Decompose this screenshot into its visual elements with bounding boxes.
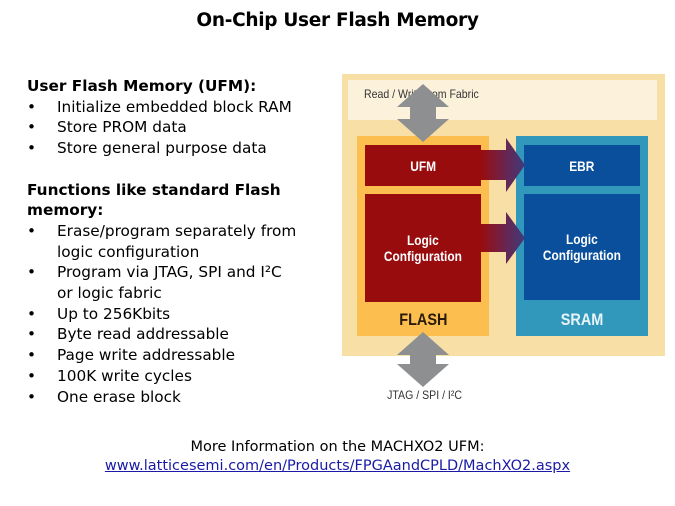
- list-item-text: 100K write cycles: [57, 366, 192, 385]
- fabric-band: Read / Write from Fabric: [348, 80, 657, 120]
- list-item: • 100K write cycles: [27, 366, 337, 387]
- ufm-block-diagram: Read / Write from Fabric UFM Logic Confi…: [340, 74, 666, 410]
- functions-list: • Erase/program separately from logic conf…: [27, 221, 337, 407]
- label-line: Logic: [566, 231, 598, 247]
- ufm-label: UFM: [410, 157, 436, 174]
- ebr-block: EBR: [524, 145, 640, 186]
- bullet-icon: •: [27, 118, 37, 137]
- jtag-label-text: JTAG / SPI / I²C: [387, 388, 463, 402]
- list-item: • Page write addressable: [27, 345, 337, 366]
- sram-logic-config-label: Logic Configuration: [543, 231, 621, 263]
- list-item: • Store PROM data: [27, 117, 337, 138]
- section-heading-ufm: User Flash Memory (UFM):: [27, 77, 257, 95]
- label-line: Logic: [407, 232, 439, 248]
- machxo2-link[interactable]: www.latticesemi.com/en/Products/FPGAandC…: [104, 458, 571, 474]
- list-item-text: Store general purpose data: [57, 139, 267, 158]
- ufm-uses-list: • Initialize embedded block RAM • Store PR…: [27, 97, 337, 159]
- list-item-text: Byte read addressable: [57, 325, 229, 344]
- jtag-spi-i2c-label: JTAG / SPI / I²C: [340, 388, 510, 402]
- flash-label: FLASH: [357, 310, 489, 330]
- sram-logic-config-block: Logic Configuration: [524, 194, 640, 300]
- list-item: • Store general purpose data: [27, 138, 337, 159]
- list-item-text: Program via JTAG, SPI and I²C: [57, 263, 282, 282]
- ebr-label: EBR: [569, 157, 595, 174]
- jtag-double-arrow-icon: [397, 332, 449, 387]
- flash-logic-config-block: Logic Configuration: [365, 194, 481, 302]
- sram-label-text: SRAM: [560, 310, 604, 329]
- label-line: Configuration: [383, 248, 462, 264]
- flash-label-text: FLASH: [398, 310, 448, 329]
- bullet-icon: •: [27, 304, 37, 323]
- list-item: • Erase/program separately from logic conf…: [27, 221, 337, 262]
- bullet-icon: •: [27, 325, 37, 344]
- section-heading-functions: Functions like standard Flash memory:: [27, 180, 337, 221]
- config-transfer-arrow-icon: [481, 212, 525, 264]
- bullet-icon: •: [27, 387, 37, 406]
- bullet-icon: •: [27, 263, 37, 282]
- list-item-text: Page write addressable: [57, 346, 236, 365]
- label-line: Configuration: [542, 247, 621, 263]
- fabric-double-arrow-icon: [397, 84, 449, 142]
- heading-line: Functions like standard Flash: [27, 180, 281, 199]
- sram-label: SRAM: [516, 310, 648, 330]
- list-item: • Initialize embedded block RAM: [27, 97, 337, 118]
- heading-line: memory:: [27, 201, 104, 220]
- bullet-icon: •: [27, 139, 37, 158]
- list-item: • One erase block: [27, 387, 337, 408]
- feature-list: User Flash Memory (UFM): • Initialize emb…: [27, 76, 337, 407]
- list-item-text: or logic fabric: [57, 284, 162, 303]
- diagram-arrows: [397, 84, 525, 387]
- list-item: • Byte read addressable: [27, 324, 337, 345]
- more-info-text: More Information on the MACHXO2 UFM:: [190, 439, 485, 455]
- list-item-text: Initialize embedded block RAM: [57, 97, 292, 116]
- slide-title: On-Chip User Flash Memory: [196, 10, 479, 31]
- more-info: More Information on the MACHXO2 UFM: www…: [0, 438, 675, 476]
- flash-region: UFM Logic Configuration FLASH: [357, 136, 489, 336]
- bullet-icon: •: [27, 366, 37, 385]
- list-item-text: Store PROM data: [57, 118, 187, 137]
- ufm-to-ebr-arrow-icon: [481, 138, 525, 192]
- list-item-text: Erase/program separately from: [57, 221, 297, 240]
- bullet-icon: •: [27, 97, 37, 116]
- list-item: • Up to 256Kbits: [27, 304, 337, 325]
- list-item-text: Up to 256Kbits: [57, 304, 171, 323]
- sram-region: EBR Logic Configuration SRAM: [516, 136, 648, 336]
- bullet-icon: •: [27, 221, 37, 240]
- list-item: • Program via JTAG, SPI and I²C or logic f…: [27, 262, 337, 303]
- list-item-text: One erase block: [57, 387, 181, 406]
- list-item-text: logic configuration: [57, 242, 200, 261]
- bullet-icon: •: [27, 346, 37, 365]
- ufm-block: UFM: [365, 145, 481, 186]
- flash-logic-config-label: Logic Configuration: [384, 232, 462, 264]
